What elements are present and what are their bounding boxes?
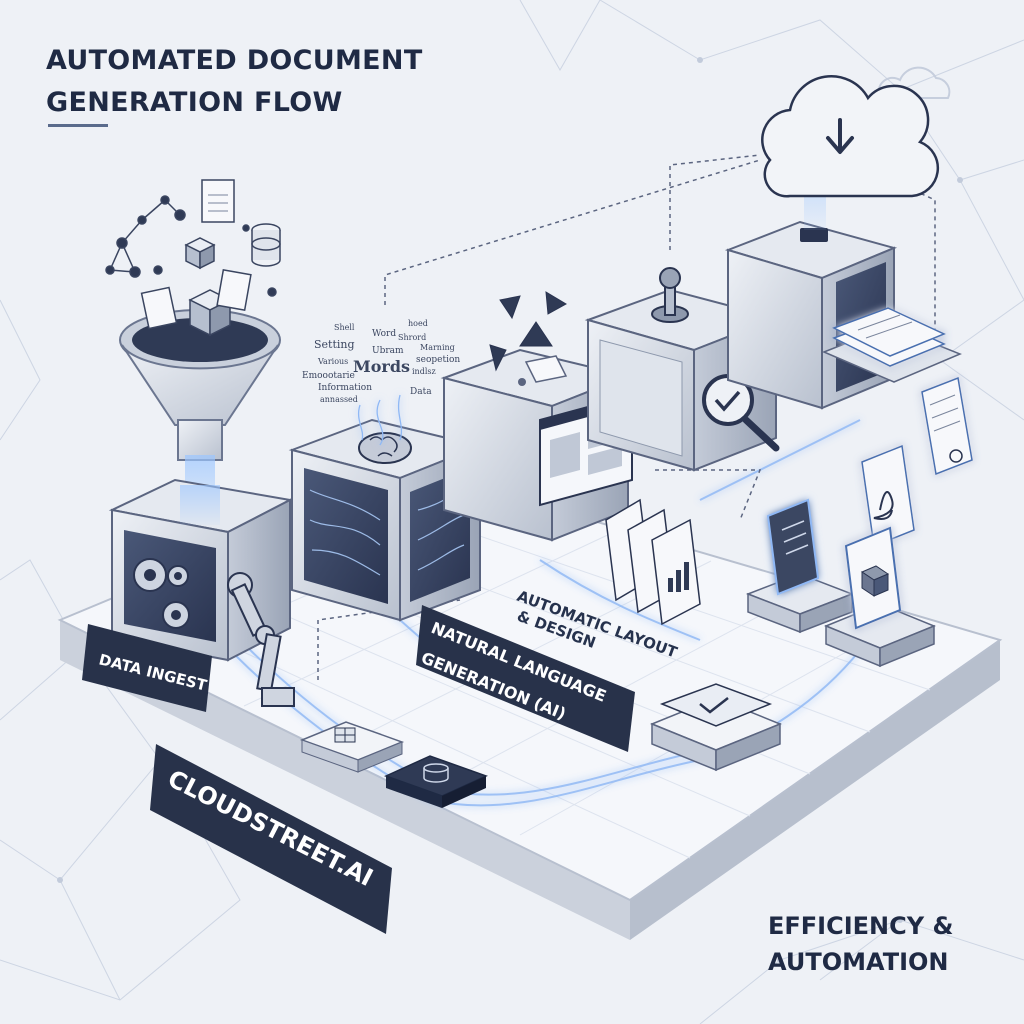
- download-arrow-icon: [826, 118, 854, 154]
- tagline-line-1: EFFICIENCY &: [768, 912, 954, 940]
- draft-documents: [605, 498, 701, 626]
- layout-module: [440, 291, 633, 542]
- word-12: Data: [410, 387, 432, 397]
- page-title: AUTOMATED DOCUMENT GENERATION FLOW: [46, 40, 566, 124]
- prism-icons: [489, 291, 567, 372]
- word-2: Word: [372, 329, 396, 339]
- tagline-line-2: AUTOMATION: [768, 948, 949, 976]
- word-cloud: Shell Word hoed Setting Ubram Marning Va…: [302, 319, 460, 404]
- word-13: annassed: [320, 395, 358, 404]
- brain-icon: [358, 432, 412, 464]
- nlg-module: [288, 394, 484, 622]
- word-15: indlsz: [412, 367, 436, 376]
- network-graph-icon: [105, 195, 277, 297]
- title-underline: [48, 124, 108, 127]
- word-11: Information: [318, 383, 372, 393]
- database-tile: [384, 755, 488, 808]
- pdf-icon: [873, 491, 894, 520]
- data-ingest-module: [108, 478, 294, 662]
- word-1: Shell: [334, 323, 355, 332]
- approval-check-pedestal: [650, 683, 782, 772]
- data-ingest-label: DATA INGEST: [82, 624, 212, 712]
- word-3: hoed: [408, 319, 428, 328]
- file-pedestal-left: [745, 498, 855, 634]
- word-14: Shrord: [398, 333, 426, 342]
- word-8: Mords: [353, 357, 410, 376]
- joystick-icon: [651, 267, 689, 323]
- gears-icon: [133, 558, 190, 629]
- word-7: Various: [317, 357, 348, 366]
- title-line-1: AUTOMATED DOCUMENT: [46, 45, 423, 76]
- word-4: Setting: [314, 338, 355, 351]
- word-10: Emoootarie: [302, 371, 355, 381]
- output-files: [861, 376, 973, 548]
- word-6: Marning: [420, 343, 455, 352]
- title-line-2: GENERATION FLOW: [46, 87, 343, 118]
- tagline: EFFICIENCY & AUTOMATION: [768, 908, 1008, 980]
- robot-arm-icon: [227, 572, 295, 707]
- file-pedestal-right: [824, 526, 936, 668]
- spreadsheet-tile: [299, 721, 405, 773]
- magnifier-check-icon: [702, 374, 780, 452]
- printed-documents: [822, 307, 962, 383]
- word-9: seopetion: [416, 355, 460, 365]
- cloud-icon: [761, 75, 940, 198]
- checkmark-icon: [699, 697, 729, 714]
- data-icons: [140, 179, 281, 337]
- word-5: Ubram: [372, 346, 404, 356]
